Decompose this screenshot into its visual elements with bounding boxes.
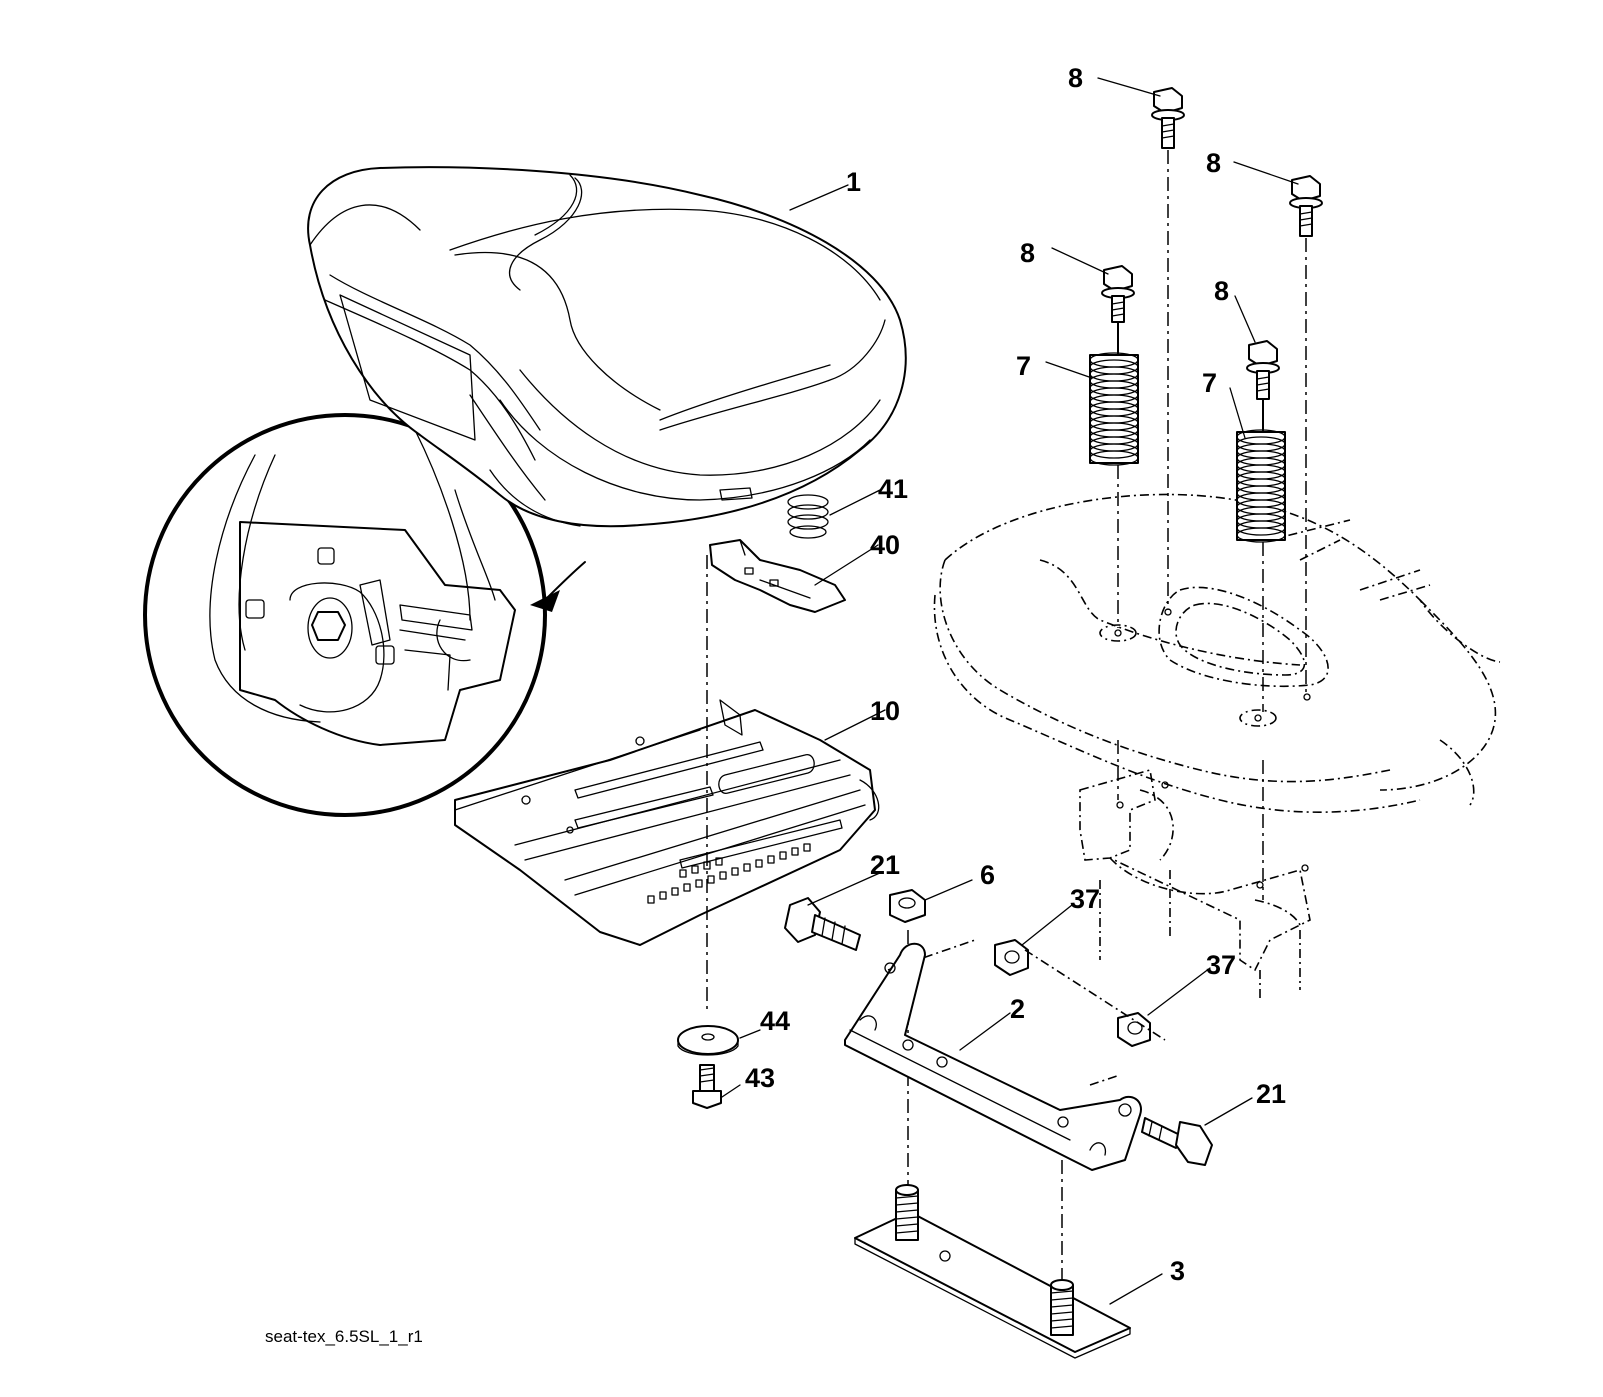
- callout-7-b: 7: [1202, 368, 1217, 398]
- callout-37-a: 37: [1070, 884, 1100, 914]
- callout-8-a: 8: [1068, 63, 1083, 93]
- leader-lines: [721, 77, 1299, 1305]
- callout-37-b: 37: [1206, 950, 1236, 980]
- callout-8-b: 8: [1206, 148, 1221, 178]
- part-41-spring: [787, 494, 829, 539]
- fender-phantom: [933, 493, 1501, 813]
- part-8-bolt-4: [1246, 340, 1280, 400]
- callout-6: 6: [980, 860, 995, 890]
- callout-21-a: 21: [870, 850, 900, 880]
- part-37-nut-lower: [1117, 1012, 1151, 1047]
- part-8-bolt-2: [1289, 175, 1323, 237]
- part-7-spring-left: [1089, 352, 1139, 466]
- part-7-spring-right: [1236, 429, 1286, 543]
- callout-1: 1: [846, 167, 861, 197]
- part-3-plate: [854, 1184, 1131, 1359]
- frame-bracket-phantom: [1079, 768, 1311, 1000]
- adjust-slots: [647, 843, 811, 904]
- callout-8-d: 8: [1214, 276, 1229, 306]
- part-21-bolt-left: [784, 897, 861, 951]
- callout-8-c: 8: [1020, 238, 1035, 268]
- callout-43: 43: [745, 1063, 775, 1093]
- part-8-bolt-1: [1151, 87, 1185, 149]
- callout-41: 41: [878, 474, 908, 504]
- part-44-washer: [677, 1025, 739, 1056]
- detail-inset: [143, 413, 586, 817]
- part-6-nut: [889, 889, 926, 923]
- callout-44: 44: [760, 1006, 790, 1036]
- part-37-nut-upper: [994, 939, 1029, 976]
- callout-40: 40: [870, 530, 900, 560]
- diagram-caption: seat-tex_6.5SL_1_r1: [265, 1327, 423, 1346]
- seat-assembly: [307, 166, 907, 528]
- callout-2: 2: [1010, 994, 1025, 1024]
- callout-3: 3: [1170, 1256, 1185, 1286]
- part-40-bracket: [709, 539, 846, 613]
- callout-21-b: 21: [1256, 1079, 1286, 1109]
- part-2-bracket: [844, 942, 1142, 1171]
- stud-left: [895, 1184, 919, 1241]
- part-8-bolt-3: [1101, 265, 1135, 323]
- stud-right: [1050, 1279, 1074, 1336]
- callout-10: 10: [870, 696, 900, 726]
- callout-7-a: 7: [1016, 351, 1031, 381]
- callouts: 1 8 8 8 8 7 7 41 40 10 21 6 37 37 2 44 4…: [745, 63, 1286, 1286]
- part-43-bolt: [692, 1064, 722, 1109]
- part-21-bolt-right: [1141, 1117, 1213, 1166]
- part-10-seat-plate: [454, 699, 880, 946]
